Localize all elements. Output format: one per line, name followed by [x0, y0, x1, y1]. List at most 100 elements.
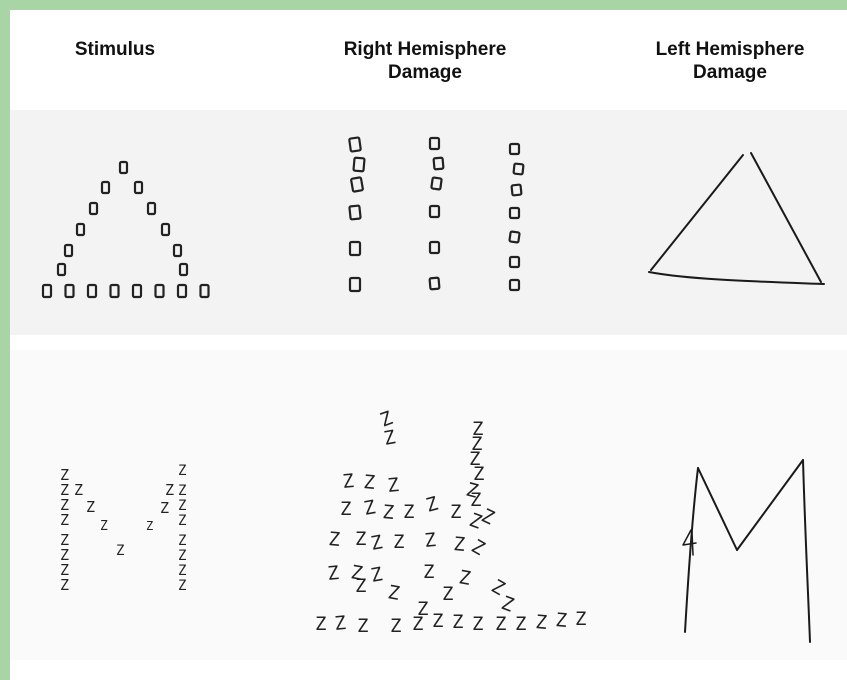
stimulus-square — [90, 203, 97, 214]
right-z: Z — [555, 609, 568, 632]
stimulus-square — [88, 285, 96, 297]
right-square — [514, 164, 524, 175]
stimulus-a-figure — [43, 162, 209, 297]
right-z: Z — [315, 613, 326, 635]
left-hemisphere-a-drawing — [649, 153, 824, 284]
left-hemisphere-m-drawing — [683, 460, 810, 642]
stimulus-square — [201, 285, 209, 297]
stim-z: Z — [100, 519, 108, 534]
right-z: Z — [495, 613, 506, 635]
right-z: Z — [575, 608, 586, 630]
stimulus-square — [120, 162, 127, 173]
stim-z: Z — [178, 483, 186, 499]
stim-z: Z — [178, 463, 186, 479]
right-z: Z — [382, 426, 397, 450]
right-z: Z — [342, 470, 355, 493]
stimulus-square — [178, 285, 186, 297]
right-z: Z — [468, 535, 489, 560]
right-z: Z — [328, 528, 341, 551]
right-z: Z — [357, 615, 368, 637]
right-square — [430, 206, 439, 217]
right-z: Z — [452, 611, 463, 633]
stimulus-square — [148, 203, 155, 214]
right-square — [431, 177, 441, 189]
right-z: Z — [450, 501, 461, 523]
right-z: Z — [423, 561, 434, 583]
right-z: Z — [334, 612, 347, 635]
right-z: Z — [417, 598, 428, 620]
right-z: Z — [355, 575, 366, 597]
right-square — [510, 144, 519, 154]
stim-z: Z — [178, 533, 186, 549]
right-z: Z — [369, 531, 384, 555]
right-z: Z — [393, 531, 404, 553]
right-z: Z — [386, 581, 401, 605]
stim-z: Z — [178, 498, 186, 514]
right-z: Z — [355, 528, 366, 550]
right-square — [510, 280, 519, 290]
right-z: Z — [453, 533, 466, 556]
right-z: Z — [472, 613, 483, 635]
stimulus-square — [135, 182, 142, 193]
right-z: Z — [457, 566, 472, 590]
right-z: Z — [362, 496, 377, 520]
right-square — [350, 242, 360, 255]
right-square — [349, 206, 360, 220]
right-square — [430, 278, 440, 290]
right-z: Z — [432, 610, 443, 632]
stimulus-square — [162, 224, 169, 235]
stimulus-square — [66, 285, 74, 297]
stim-z: Z — [60, 576, 69, 594]
right-square — [349, 137, 361, 151]
right-z: Z — [327, 562, 340, 585]
right-z: Z — [387, 474, 400, 497]
stim-z: Z — [178, 513, 186, 529]
right-z: Z — [340, 498, 351, 520]
stimulus-square — [180, 264, 187, 275]
stimulus-square — [133, 285, 141, 297]
right-square — [353, 158, 364, 172]
stim-z: Z — [74, 481, 83, 499]
right-z: Z — [369, 563, 384, 587]
stimulus-square — [156, 285, 164, 297]
right-square — [351, 177, 363, 192]
right-square — [350, 278, 360, 291]
figure-panel: Stimulus Right Hemisphere Damage Left He… — [10, 10, 847, 680]
stim-z: Z — [116, 543, 124, 559]
right-z: Z — [442, 583, 453, 605]
right-square — [434, 158, 444, 170]
stim-z: Z — [160, 499, 169, 517]
right-square — [510, 257, 519, 267]
right-square — [430, 242, 439, 253]
right-square — [512, 185, 522, 196]
stimulus-square — [174, 245, 181, 256]
right-z: Z — [390, 615, 401, 637]
right-z: Z — [403, 501, 414, 523]
stim-z: Z — [178, 578, 186, 594]
right-z: Z — [515, 613, 526, 635]
right-z: Z — [382, 501, 395, 524]
right-hemisphere-a-drawing — [349, 137, 523, 291]
stimulus-square — [102, 182, 109, 193]
right-z: Z — [424, 493, 441, 517]
right-z: Z — [424, 529, 437, 552]
stim-z: Z — [60, 511, 69, 529]
right-z: Z — [470, 489, 481, 511]
stimulus-square — [43, 285, 51, 297]
stimulus-square — [58, 264, 65, 275]
right-z: Z — [363, 471, 376, 494]
stim-z: Z — [165, 481, 174, 499]
stimulus-square — [65, 245, 72, 256]
stim-z: Z — [146, 519, 153, 533]
stim-z: Z — [178, 563, 186, 579]
right-square — [509, 231, 519, 242]
stimulus-square — [111, 285, 119, 297]
stimulus-square — [77, 224, 84, 235]
right-square — [510, 208, 519, 218]
right-z: Z — [535, 611, 548, 634]
stim-z: Z — [178, 548, 186, 564]
right-square — [430, 138, 439, 149]
